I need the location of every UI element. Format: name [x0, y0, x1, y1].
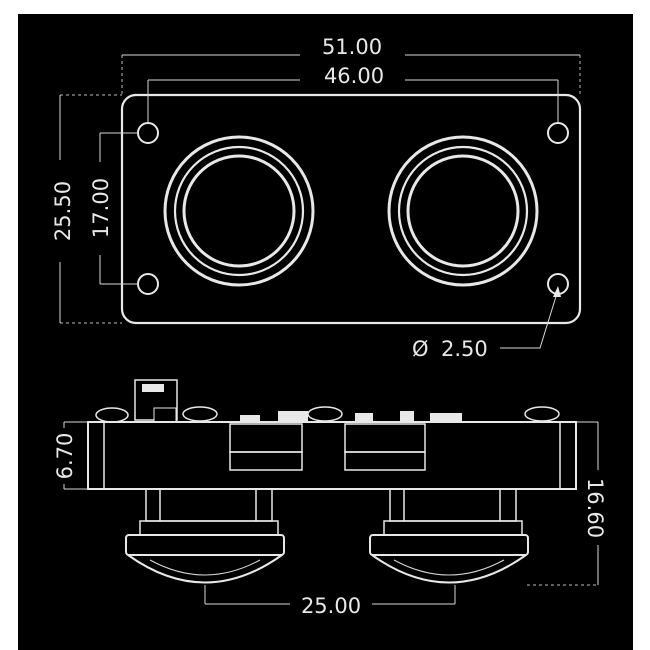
leader-arrowhead	[553, 286, 561, 297]
drawing-background	[18, 14, 633, 650]
side-view: 6.70 16.60 25.00	[53, 379, 607, 618]
dimension-hole-spacing-height: 17.00	[89, 132, 138, 285]
connector-label	[142, 384, 164, 392]
dimension-label-lens-spacing: 25.00	[301, 594, 361, 618]
left-lens-assembly	[125, 488, 285, 584]
dimension-label-hole-spacing-height: 17.00	[89, 178, 113, 238]
left-lens-inner-ring	[182, 154, 296, 268]
dimension-label-total-height: 16.60	[583, 478, 607, 538]
dimension-label-overall-height: 25.50	[51, 181, 75, 241]
dimension-board-thickness: 6.70	[53, 421, 88, 490]
dimension-label-hole-spacing-width: 46.00	[324, 64, 384, 88]
connector-notch	[153, 407, 177, 423]
dimension-lens-spacing: 25.00	[204, 585, 456, 618]
smd-component-5	[430, 413, 462, 421]
dimension-total-height: 16.60	[527, 421, 607, 586]
diameter-symbol: Ø	[412, 337, 429, 361]
right-lens-inner-ring	[406, 154, 520, 268]
right-lens-assembly	[369, 488, 529, 584]
dimension-overall-width: 51.00	[121, 35, 581, 95]
dimension-hole-spacing-width: 46.00	[147, 64, 559, 122]
dimension-hole-diameter: Ø 2.50	[412, 286, 561, 361]
smd-component-3	[355, 413, 373, 421]
dimension-label-board-thickness: 6.70	[53, 433, 77, 480]
right-lens-outer-ring	[387, 135, 539, 287]
left-lens-dome	[127, 554, 283, 584]
dimension-overall-height: 25.50	[51, 94, 122, 324]
smd-component-1	[240, 415, 260, 422]
board-outline	[120, 93, 582, 325]
right-lens-dome	[371, 554, 527, 584]
mounting-hole-top-right	[547, 122, 569, 144]
chip-block-left-lower	[229, 451, 303, 471]
right-lens-middle-ring	[397, 145, 529, 277]
left-lens-outer-ring	[163, 135, 315, 287]
chip-block-right-lower	[344, 451, 426, 471]
top-view: 51.00 46.00 25.50 17.00	[51, 35, 582, 361]
smd-component-4	[400, 411, 414, 421]
board-body	[87, 421, 577, 490]
smd-component-2	[278, 411, 308, 421]
dimension-label-hole-diameter: 2.50	[441, 337, 488, 361]
left-lens-middle-ring	[173, 145, 305, 277]
dimension-label-overall-width: 51.00	[322, 35, 382, 59]
